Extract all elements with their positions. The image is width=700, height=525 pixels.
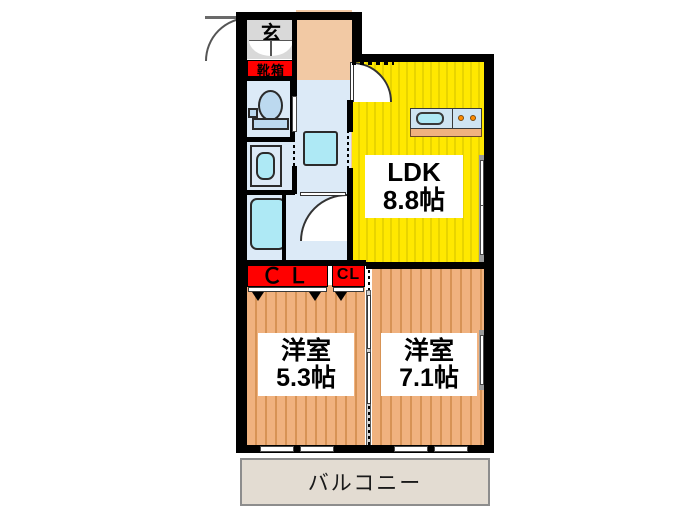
stove-burner-right-icon	[470, 115, 476, 121]
room-partition-leaf-upper[interactable]	[367, 295, 371, 349]
closet-large-tag: ＣＬ	[247, 262, 328, 288]
wall-washroom-divider	[247, 190, 295, 195]
wall-hall-ldk-lower	[347, 168, 353, 265]
closet-small-door-strip[interactable]	[333, 287, 364, 292]
stove-area	[452, 109, 481, 128]
washroom-door-dash	[293, 133, 295, 167]
room-partition-leaf-lower[interactable]	[367, 352, 371, 404]
genkan-step-divider	[270, 40, 272, 56]
room-partition-dash-top	[368, 270, 370, 290]
western-room-small-label: 洋室 5.3帖	[258, 333, 354, 396]
western-room-large-size: 7.1帖	[399, 363, 459, 392]
wall-hall-left	[292, 20, 297, 96]
ldk-window-pane-lower[interactable]	[480, 205, 484, 255]
wall-sanitary-top	[236, 76, 295, 81]
shoe-box-tag: 靴箱	[247, 60, 295, 78]
wall-outer-right	[484, 60, 494, 453]
balcony-floor	[240, 458, 490, 506]
bathtub-icon	[250, 198, 286, 250]
ldk-hall-dash-divider	[347, 130, 349, 170]
toilet-bowl-icon	[258, 90, 283, 121]
balcony-door-2[interactable]	[300, 446, 334, 452]
toilet-tank-icon	[252, 118, 289, 130]
wall-top-entry	[236, 12, 362, 20]
wall-hall-ldk	[347, 100, 353, 132]
wall-mid-horizontal-right	[366, 262, 494, 269]
ldk-top-dash-beam	[352, 62, 394, 65]
bath-door-leaf[interactable]	[300, 192, 346, 196]
toilet-handle-icon	[248, 108, 258, 118]
balcony-door-3[interactable]	[394, 446, 428, 452]
western-room-small-size: 5.3帖	[276, 363, 336, 392]
room-partition-dash	[368, 406, 370, 450]
washing-machine-space-icon	[303, 131, 338, 166]
ldk-door-leaf[interactable]	[350, 62, 354, 102]
western-room-large-label: 洋室 7.1帖	[381, 333, 477, 396]
balcony-label: バルコニー	[307, 472, 423, 495]
wall-bottom-exterior	[236, 445, 494, 453]
wall-bath-right	[282, 190, 286, 265]
bedroom-window-pane[interactable]	[480, 335, 484, 385]
closet-arrow-1	[252, 292, 264, 301]
wall-top-ldk	[352, 54, 494, 62]
balcony-door-4[interactable]	[434, 446, 468, 452]
stove-burner-left-icon	[458, 115, 464, 121]
western-room-large-name: 洋室	[403, 337, 454, 366]
kitchen-counter-base	[410, 128, 482, 137]
ldk-size: 8.8帖	[382, 184, 446, 215]
ldk-name: LDK	[387, 157, 441, 188]
wall-outer-left	[236, 12, 247, 453]
toilet-sliding-door[interactable]	[292, 96, 297, 132]
closet-large-door-strip[interactable]	[248, 287, 327, 292]
kitchen-sink-icon	[416, 112, 444, 125]
entrance-door-leaf[interactable]	[205, 16, 249, 19]
wall-hall-right-upper	[352, 12, 362, 62]
wall-mid-horizontal-left	[236, 260, 366, 266]
closet-arrow-3	[335, 292, 347, 301]
washbasin-bowl-icon	[256, 152, 275, 180]
wall-toilet-bottom	[247, 137, 295, 142]
closet-arrow-2	[309, 292, 321, 301]
ldk-room-label: LDK 8.8帖	[365, 155, 463, 218]
genkan-symbol: 玄	[261, 22, 281, 45]
western-room-small-name: 洋室	[280, 337, 331, 366]
wall-hall-left-lower	[292, 166, 297, 194]
balcony-door-1[interactable]	[260, 446, 294, 452]
